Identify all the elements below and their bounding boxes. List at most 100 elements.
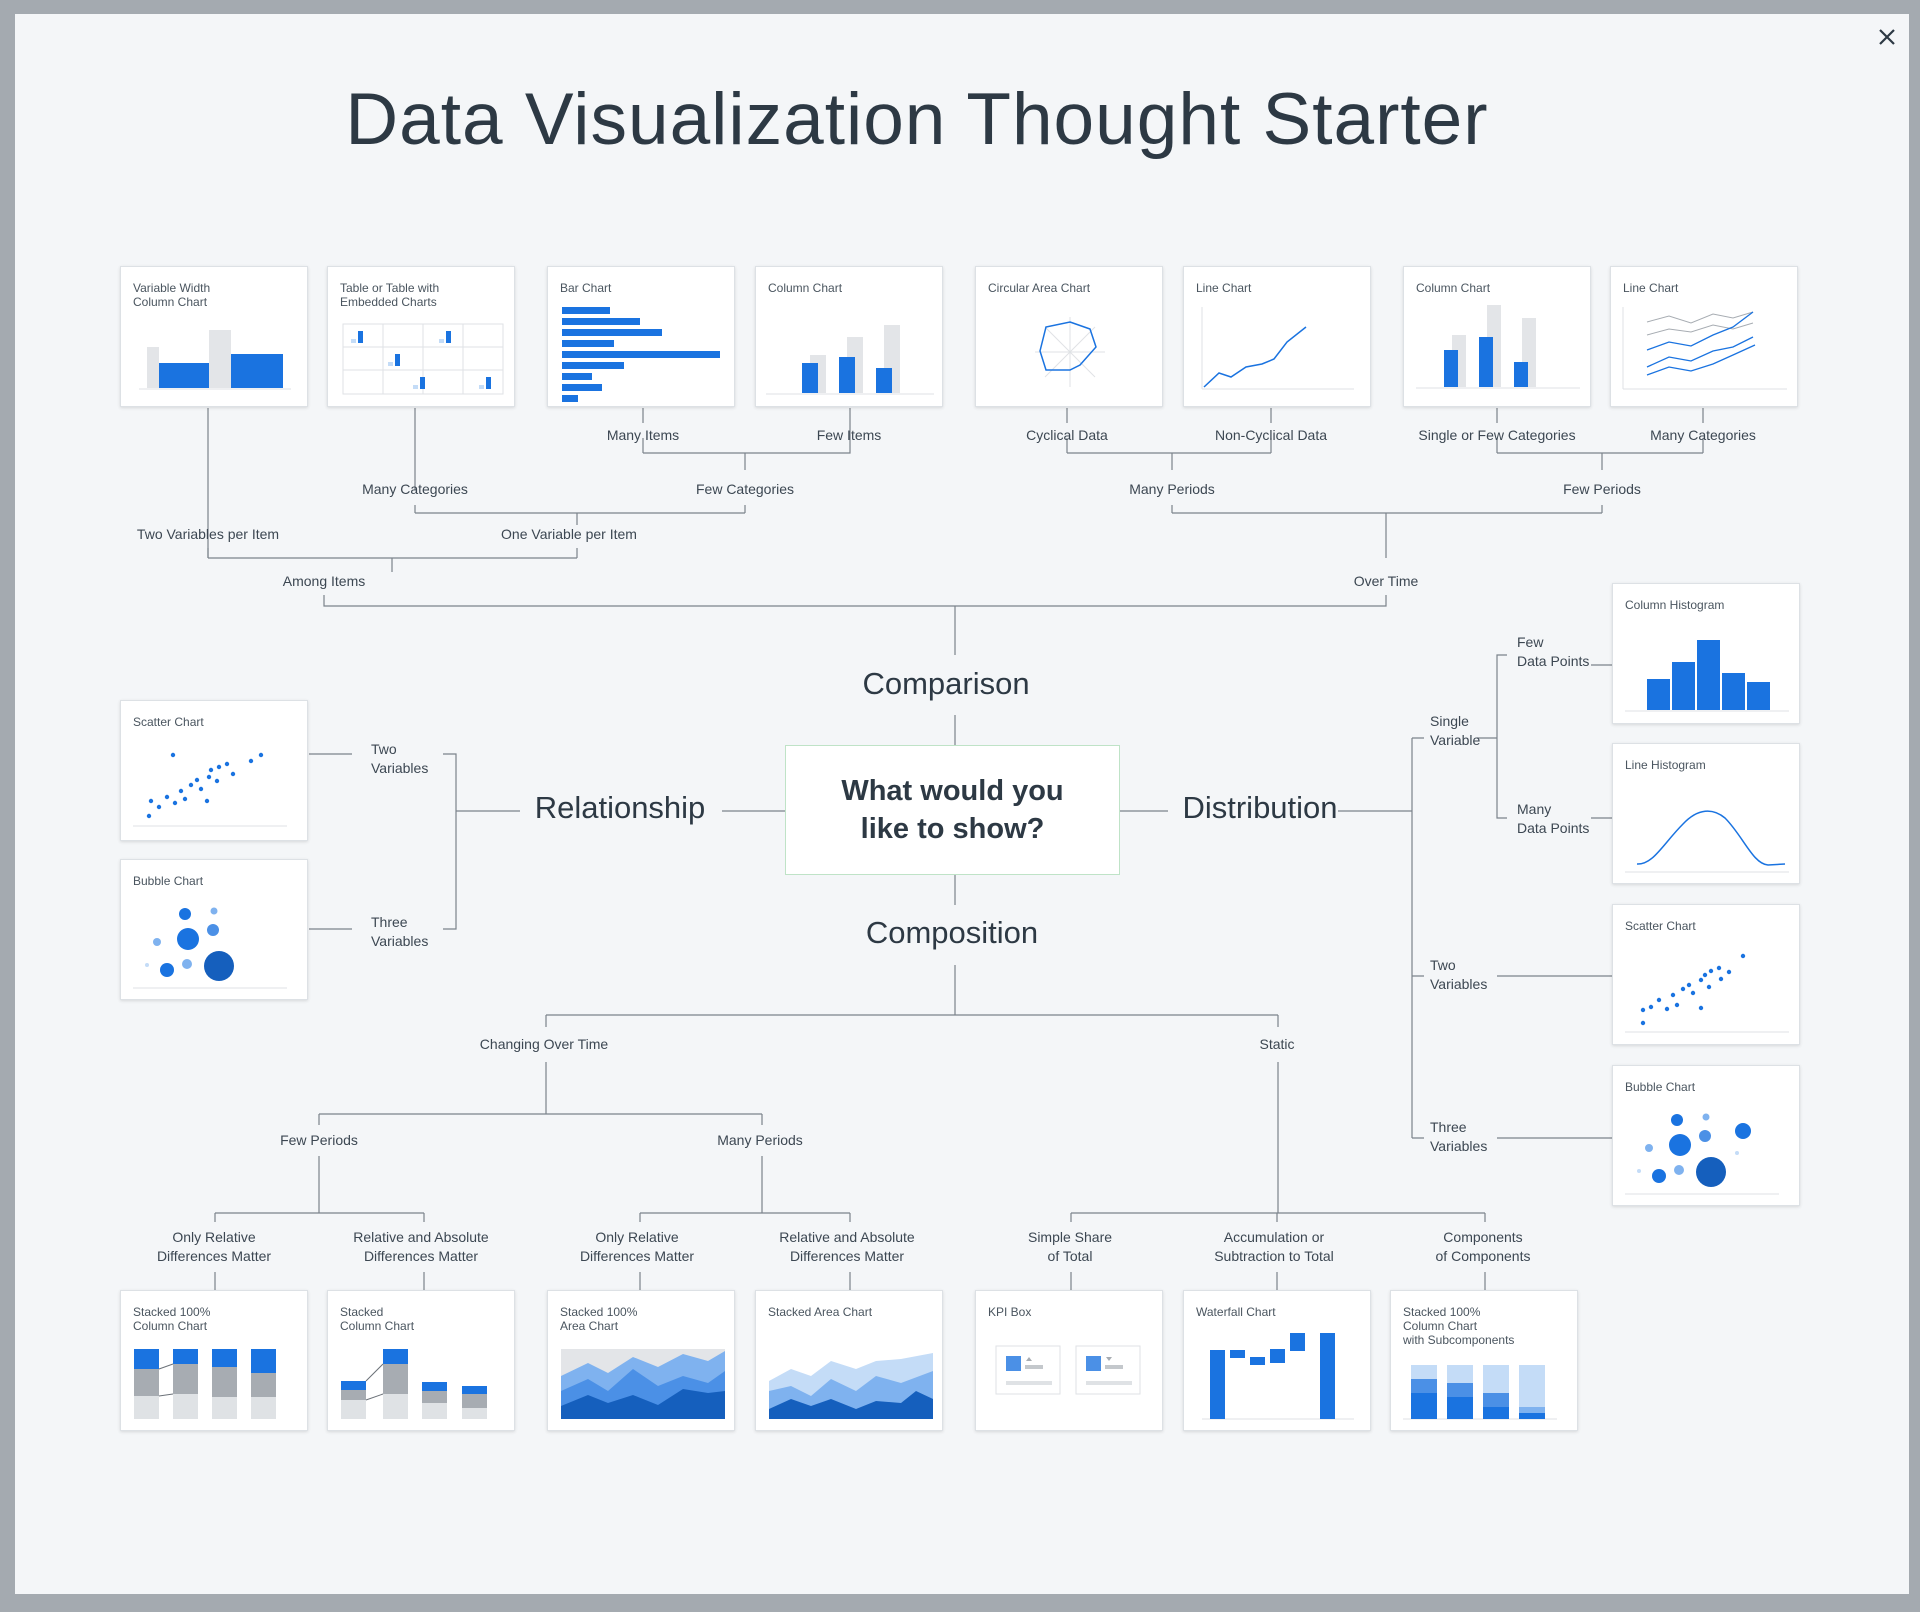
branch-label: Few Items — [816, 427, 882, 443]
branch-label: Two Variables — [371, 741, 429, 776]
card-column-chart-single-categories[interactable]: Column Chart — [1403, 266, 1591, 407]
category-distribution[interactable]: Distribution — [1182, 790, 1338, 825]
card-title: Line Histogram — [1625, 758, 1706, 772]
card-title: Line Chart — [1196, 281, 1252, 295]
branch-label: Many Categories — [1650, 427, 1756, 443]
branch-label: Single or Few Categories — [1418, 427, 1576, 443]
category-relationship[interactable]: Relationship — [534, 790, 706, 825]
branch-label: Few Periods — [1563, 481, 1641, 497]
card-stacked-column-chart[interactable]: Stacked Column Chart — [327, 1290, 515, 1431]
card-bar-chart[interactable]: Bar Chart — [547, 266, 735, 407]
branch-label: Only Relative Differences Matter — [156, 1229, 272, 1264]
branch-label: Non-Cyclical Data — [1214, 427, 1328, 443]
card-kpi-box[interactable]: KPI Box — [975, 1290, 1163, 1431]
branch-label: Two Variables — [1430, 957, 1488, 992]
card-title: Stacked 100% Area Chart — [560, 1305, 638, 1333]
branch-label: Static — [1259, 1036, 1295, 1052]
card-bubble-chart-relationship[interactable]: Bubble Chart — [120, 859, 308, 1000]
branch-label: Over Time — [1353, 573, 1419, 589]
page-title: Data Visualization Thought Starter — [345, 79, 1489, 160]
table-thumbnail — [342, 323, 504, 395]
card-title: Column Histogram — [1625, 598, 1725, 612]
circular-area-chart-thumbnail — [1035, 317, 1105, 387]
branch-label: Many Periods — [1129, 481, 1215, 497]
category-composition[interactable]: Composition — [865, 915, 1039, 950]
card-title: Stacked 100% Column Chart — [133, 1305, 211, 1333]
scatter-chart-thumbnail — [133, 752, 287, 827]
card-scatter-chart-distribution[interactable]: Scatter Chart — [1612, 904, 1800, 1045]
card-title: Bubble Chart — [133, 874, 204, 888]
stacked-100-area-thumbnail — [561, 1349, 725, 1419]
card-bubble-chart-distribution[interactable]: Bubble Chart — [1612, 1065, 1800, 1206]
branch-label: Few Periods — [280, 1132, 358, 1148]
card-title: Waterfall Chart — [1196, 1305, 1276, 1319]
card-title: Scatter Chart — [1625, 919, 1696, 933]
branch-label: Single Variable — [1430, 713, 1481, 748]
card-stacked-100-area-chart[interactable]: Stacked 100% Area Chart — [547, 1290, 735, 1431]
column-chart-thumbnail — [1416, 305, 1580, 389]
category-comparison[interactable]: Comparison — [862, 666, 1030, 701]
card-stacked-area-chart[interactable]: Stacked Area Chart — [755, 1290, 943, 1431]
card-waterfall-chart[interactable]: Waterfall Chart — [1183, 1290, 1371, 1431]
branch-label: One Variable per Item — [501, 526, 637, 542]
card-title: Bar Chart — [560, 281, 612, 295]
branch-label: Three Variables — [371, 914, 429, 949]
branch-label: Many Categories — [362, 481, 468, 497]
line-chart-thumbnail — [1201, 307, 1354, 390]
branch-label: Few Data Points — [1517, 634, 1590, 669]
branch-label: Two Variables per Item — [136, 526, 280, 542]
kpi-box-thumbnail — [995, 1345, 1141, 1395]
center-question: What would you like to show? — [785, 745, 1120, 875]
branch-label: Few Categories — [695, 481, 795, 497]
close-icon — [1879, 29, 1895, 45]
branch-label: Cyclical Data — [1026, 427, 1108, 443]
branch-label: Among Items — [282, 573, 366, 589]
card-stacked-100-column-chart[interactable]: Stacked 100% Column Chart — [120, 1290, 308, 1431]
bar-chart-thumbnail — [562, 307, 720, 402]
branch-label: Changing Over Time — [479, 1036, 609, 1052]
card-title: Circular Area Chart — [988, 281, 1091, 295]
column-histogram-thumbnail — [1625, 640, 1789, 712]
bubble-chart-thumbnail — [1625, 1113, 1779, 1195]
card-title: Stacked 100% Column Chart with Subcompon… — [1403, 1305, 1515, 1347]
card-scatter-chart-relationship[interactable]: Scatter Chart — [120, 700, 308, 841]
card-column-chart-few-items[interactable]: Column Chart — [755, 266, 943, 407]
card-stacked-100-subcomponents[interactable]: Stacked 100% Column Chart with Subcompon… — [1390, 1290, 1578, 1431]
branch-label: Three Variables — [1430, 1119, 1488, 1154]
branch-label: Only Relative Differences Matter — [579, 1229, 695, 1264]
card-line-chart-non-cyclical[interactable]: Line Chart — [1183, 266, 1371, 407]
card-title: Table or Table with Embedded Charts — [340, 281, 440, 309]
card-title: Stacked Area Chart — [768, 1305, 873, 1319]
branch-label: Many Periods — [717, 1132, 803, 1148]
branch-label: Many Data Points — [1517, 801, 1590, 836]
close-button[interactable] — [1872, 22, 1902, 52]
branch-label: Simple Share of Total — [1027, 1229, 1113, 1264]
variable-width-column-chart-thumbnail — [139, 330, 291, 390]
card-circular-area-chart[interactable]: Circular Area Chart — [975, 266, 1163, 407]
card-column-histogram[interactable]: Column Histogram — [1612, 583, 1800, 724]
bubble-chart-thumbnail — [133, 907, 287, 989]
card-variable-width-column-chart[interactable]: Variable Width Column Chart — [120, 266, 308, 407]
stacked-column-thumbnail — [341, 1349, 487, 1419]
card-title: Stacked Column Chart — [340, 1305, 415, 1333]
line-histogram-thumbnail — [1625, 810, 1789, 873]
waterfall-chart-thumbnail — [1202, 1333, 1354, 1420]
branch-label: Components of Components — [1435, 1229, 1531, 1264]
branch-label: Relative and Absolute Differences Matter — [353, 1229, 489, 1264]
card-line-histogram[interactable]: Line Histogram — [1612, 743, 1800, 884]
branch-label: Many Items — [606, 427, 680, 443]
card-table-embedded-charts[interactable]: Table or Table with Embedded Charts — [327, 266, 515, 407]
card-title: KPI Box — [988, 1305, 1032, 1319]
card-line-chart-many-categories[interactable]: Line Chart — [1610, 266, 1798, 407]
card-title: Column Chart — [1416, 281, 1491, 295]
branch-label: Accumulation or Subtraction to Total — [1214, 1229, 1334, 1264]
column-chart-thumbnail — [766, 325, 934, 395]
stacked-area-thumbnail — [769, 1353, 933, 1419]
card-title: Line Chart — [1623, 281, 1679, 295]
card-title: Variable Width Column Chart — [133, 281, 211, 309]
card-title: Bubble Chart — [1625, 1080, 1696, 1094]
stacked-100-column-thumbnail — [134, 1349, 276, 1419]
card-title: Scatter Chart — [133, 715, 204, 729]
line-chart-thumbnail — [1622, 307, 1787, 390]
